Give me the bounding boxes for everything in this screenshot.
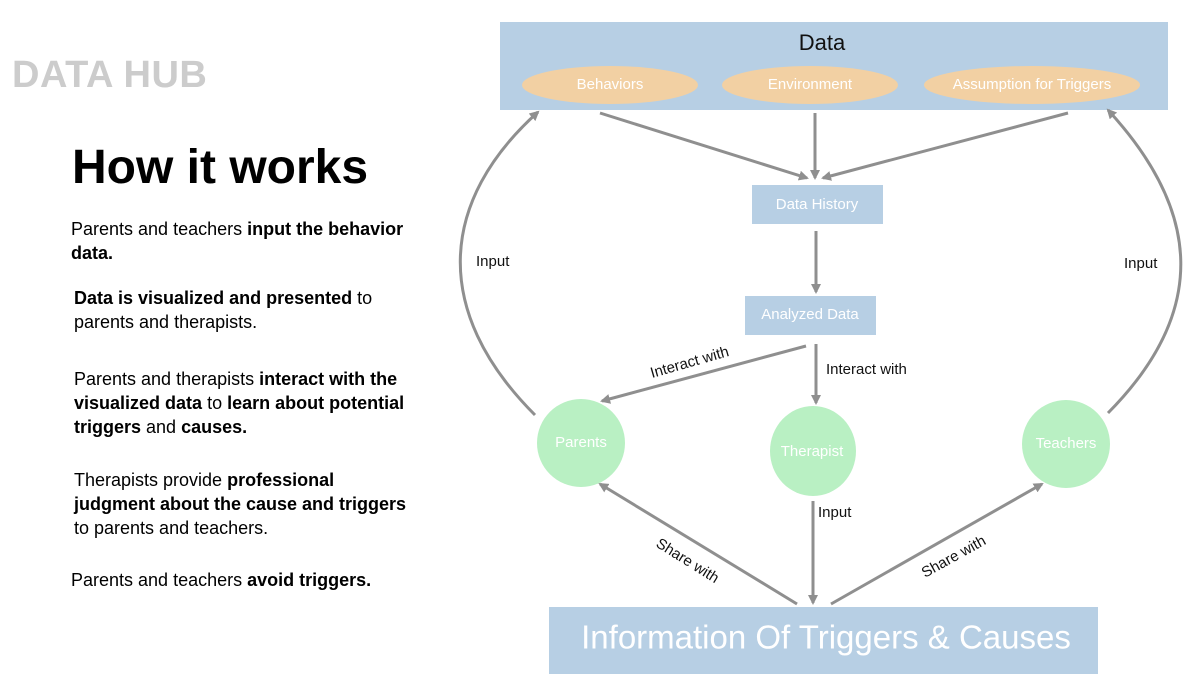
interact-therapist-label: Interact with xyxy=(826,361,907,378)
data-history-box xyxy=(752,185,883,224)
environment-ellipse xyxy=(722,66,898,104)
therapist-label: Therapist xyxy=(781,443,844,460)
data-history-label: Data History xyxy=(776,196,859,213)
text-run: Parents and teachers xyxy=(71,570,248,590)
text-run: Parents and therapists xyxy=(74,369,260,389)
analyzed-data-box xyxy=(745,296,876,335)
arrow-info-to-teachers xyxy=(830,482,1044,606)
step-2-text: Data is visualized and presented to pare… xyxy=(74,286,414,334)
step-1-text: Parents and teachers input the behavior … xyxy=(71,217,411,265)
text-run: to parents and therapists. xyxy=(74,288,373,332)
teachers-label: Teachers xyxy=(1036,435,1097,452)
behaviors-ellipse xyxy=(522,66,698,104)
assumption-ellipse xyxy=(924,66,1140,104)
text-run: Therapists provide xyxy=(74,470,228,490)
step-3-text: Parents and therapists interact with the… xyxy=(74,367,414,439)
teachers-input-label: Input xyxy=(1124,255,1158,272)
arrow-behaviors-to-history xyxy=(599,111,809,181)
share-teachers-label: Share with xyxy=(919,532,989,581)
text-run: to parents and teachers. xyxy=(74,518,269,538)
bold-run: causes. xyxy=(181,417,248,437)
bold-run: learn about potential triggers xyxy=(74,393,405,437)
arrow-parents-to-data xyxy=(458,110,540,417)
bold-run: professional judgment about the cause an… xyxy=(74,470,407,514)
behaviors-label: Behaviors xyxy=(577,76,644,93)
assumption-label: Assumption for Triggers xyxy=(953,76,1111,93)
arrow-analyzed-to-parents xyxy=(600,344,807,404)
arrow-teachers-to-data xyxy=(1106,108,1183,415)
brand-title: DATA HUB xyxy=(12,54,208,96)
data-box-title: Data xyxy=(799,30,846,55)
bold-run: avoid triggers. xyxy=(247,570,372,590)
analyzed-data-label: Analyzed Data xyxy=(761,306,859,323)
step-4-text: Therapists provide professional judgment… xyxy=(74,468,414,540)
info-box-label: Information Of Triggers & Causes xyxy=(581,619,1071,656)
therapist-node xyxy=(770,406,856,496)
share-parents-label: Share with xyxy=(653,535,722,587)
page-title: How it works xyxy=(72,141,369,194)
text-run: Parents and teachers xyxy=(71,219,248,239)
bold-run: input the behavior data. xyxy=(71,219,404,263)
bold-run: Data is visualized and presented xyxy=(74,288,353,308)
step-5-text: Parents and teachers avoid triggers. xyxy=(71,568,411,592)
text-run: to xyxy=(202,393,228,413)
arrow-assumption-to-history xyxy=(821,111,1069,181)
parents-node xyxy=(537,399,625,487)
parents-label: Parents xyxy=(555,434,607,451)
teachers-node xyxy=(1022,400,1110,488)
text-run: and xyxy=(141,417,182,437)
bold-run: interact with the visualized data xyxy=(74,369,398,413)
arrow-info-to-parents xyxy=(598,482,798,606)
info-box xyxy=(549,607,1098,674)
parents-input-label: Input xyxy=(476,253,510,270)
environment-label: Environment xyxy=(768,76,853,93)
therapist-input-label: Input xyxy=(818,504,852,521)
